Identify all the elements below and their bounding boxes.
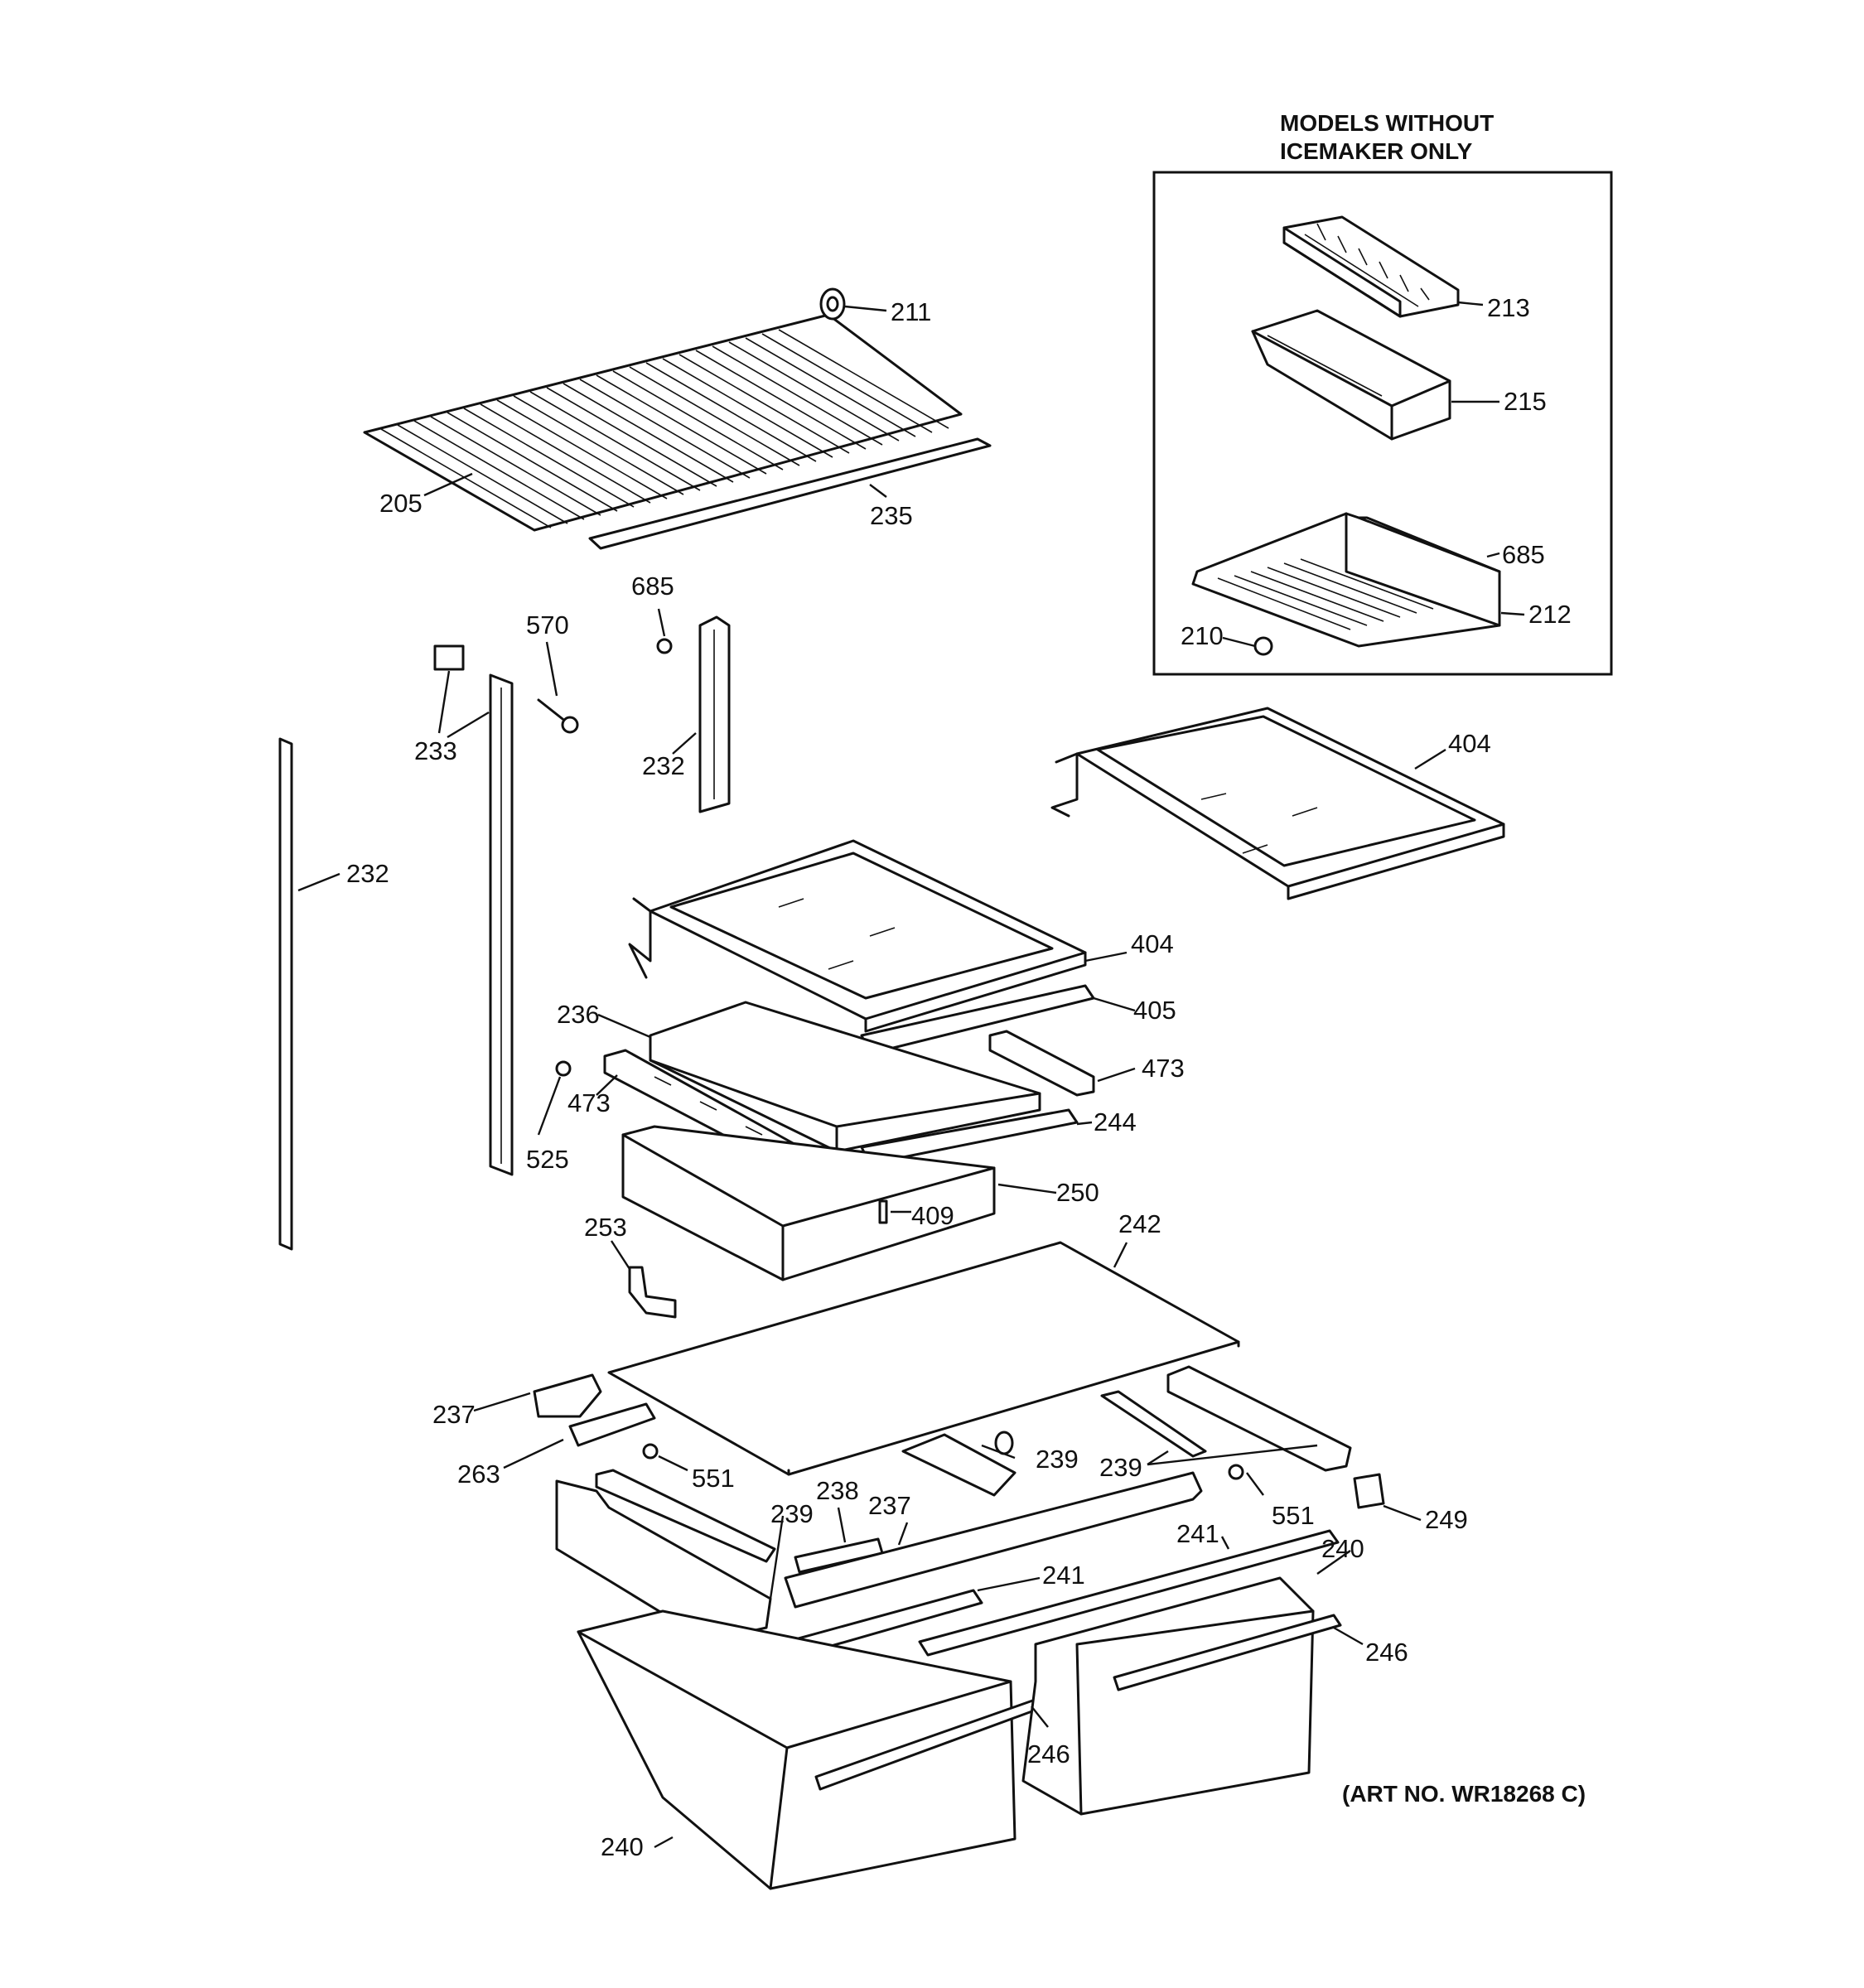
clip-239-center <box>901 1431 1017 1497</box>
screw-551-left <box>642 1443 659 1460</box>
shelf-trim-235 <box>588 437 992 550</box>
bracket-253 <box>628 1266 677 1319</box>
callout-237-center: 237 <box>868 1491 911 1520</box>
callout-240-right: 240 <box>1321 1534 1364 1563</box>
frame-bracket-left <box>555 1469 776 1638</box>
ladder-232-left <box>278 737 293 1251</box>
callout-236: 236 <box>557 1000 600 1029</box>
inset-title-line2: ICEMAKER ONLY <box>1280 138 1473 164</box>
rail-right <box>1100 1365 1352 1472</box>
support-263 <box>568 1402 656 1447</box>
callout-241-right: 241 <box>1176 1519 1219 1548</box>
callout-205: 205 <box>379 489 423 518</box>
callout-409: 409 <box>911 1201 954 1230</box>
screw-685 <box>656 638 673 654</box>
pan-cover-250 <box>621 1125 996 1281</box>
glass-shelf-404-center <box>628 839 1087 1033</box>
inset-box: MODELS WITHOUT ICEMAKER ONLY <box>1152 110 1613 676</box>
callout-242: 242 <box>1118 1209 1161 1238</box>
callout-263: 263 <box>457 1460 500 1489</box>
screw-551-right <box>1228 1464 1244 1480</box>
callout-233: 233 <box>414 736 457 765</box>
slide-473-right <box>988 1030 1095 1097</box>
callout-239-center: 239 <box>1036 1445 1079 1474</box>
callout-210: 210 <box>1181 621 1224 650</box>
screw-570 <box>537 698 579 734</box>
callout-525: 525 <box>526 1145 569 1174</box>
label-409 <box>878 1199 888 1224</box>
trim-241-right <box>918 1529 1340 1657</box>
callout-241-left: 241 <box>1042 1561 1085 1590</box>
callout-685: 685 <box>631 572 674 601</box>
ladder-232-center <box>698 615 731 813</box>
callout-405: 405 <box>1133 996 1176 1025</box>
art-number: (ART NO. WR18268 C) <box>1342 1781 1586 1807</box>
clip-233 <box>433 644 465 671</box>
glass-cover-242 <box>607 1241 1240 1476</box>
support-237-left <box>533 1373 602 1418</box>
wire-shelf-205 <box>363 313 963 532</box>
callout-235: 235 <box>870 501 913 530</box>
callout-404-right: 404 <box>1448 729 1491 758</box>
clip-249 <box>1353 1473 1385 1509</box>
callout-246-right: 246 <box>1365 1638 1408 1667</box>
ladder-233 <box>489 673 514 1176</box>
screw-210 <box>1253 636 1273 656</box>
callout-246-center: 246 <box>1027 1740 1070 1768</box>
callout-473-right: 473 <box>1142 1054 1185 1083</box>
callout-232-center: 232 <box>642 751 685 780</box>
crisper-drawer-240-right <box>1021 1576 1342 1816</box>
callout-213: 213 <box>1487 293 1530 322</box>
inset-frame <box>1152 171 1613 676</box>
callout-239-left: 239 <box>770 1499 814 1528</box>
cap-211 <box>819 287 846 321</box>
callout-570: 570 <box>526 610 569 639</box>
callout-240-left: 240 <box>601 1832 644 1861</box>
inset-title-line1: MODELS WITHOUT <box>1280 110 1494 136</box>
callout-551-right: 551 <box>1272 1501 1315 1530</box>
ice-bin-215 <box>1251 309 1451 441</box>
crisper-drawer-240-left <box>577 1609 1047 1890</box>
callout-404-center: 404 <box>1131 929 1174 958</box>
callout-253: 253 <box>584 1213 627 1242</box>
callout-685-inset: 685 <box>1502 540 1545 569</box>
callout-238: 238 <box>816 1476 859 1505</box>
callout-473-left: 473 <box>567 1088 611 1117</box>
glass-shelf-404-right <box>1050 707 1505 900</box>
screw-525 <box>555 1060 572 1077</box>
support-237-center <box>784 1471 1203 1609</box>
callout-215: 215 <box>1504 387 1547 416</box>
callout-249: 249 <box>1425 1505 1468 1534</box>
callout-212: 212 <box>1528 600 1572 629</box>
callout-250: 250 <box>1056 1178 1099 1207</box>
callout-551-left: 551 <box>692 1464 735 1493</box>
callout-244: 244 <box>1094 1107 1137 1136</box>
snack-pan-236 <box>649 1001 1041 1153</box>
callout-239-right: 239 <box>1099 1453 1142 1482</box>
callout-237-left: 237 <box>432 1400 476 1429</box>
callout-232-left: 232 <box>346 859 389 888</box>
ice-bin-support-212 <box>1191 512 1501 648</box>
ice-tray-213 <box>1282 215 1460 318</box>
callout-211: 211 <box>891 297 931 326</box>
